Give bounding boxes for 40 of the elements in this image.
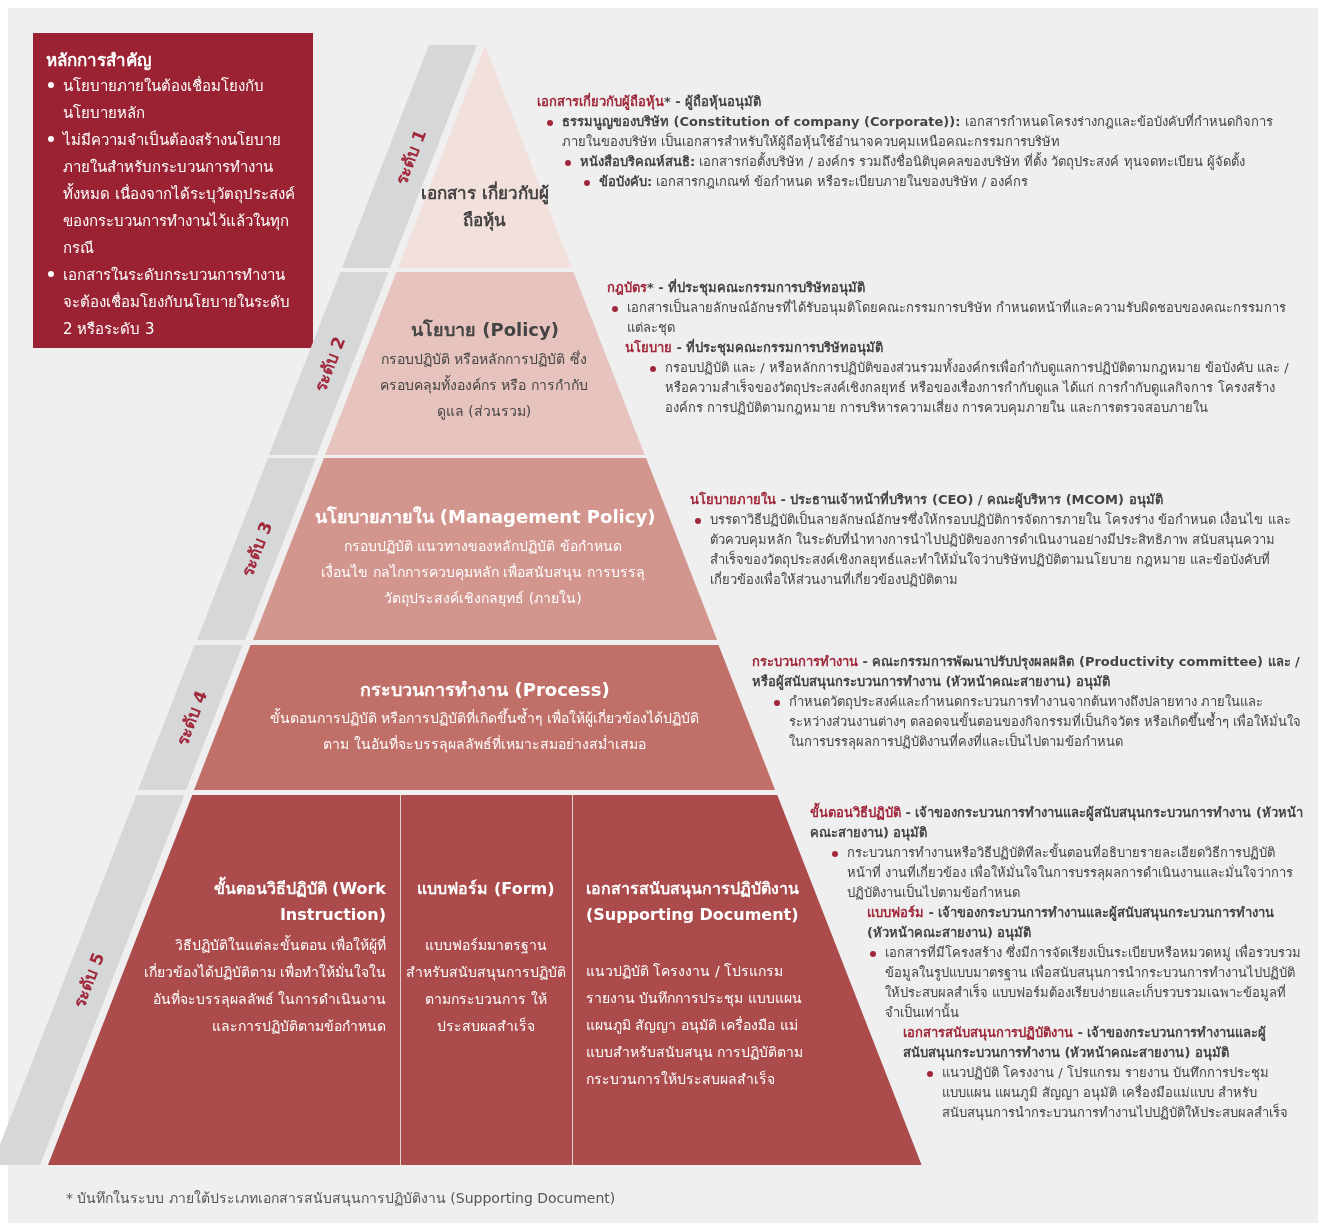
- level-title: ขั้นตอนวิธีปฏิบัติ (Work Instruction): [150, 876, 386, 928]
- description-bullet: เอกสารเป็นลายลักษณ์อักษรที่ได้รับอนุมติโดยคณะกรรมการบริษัท กำหนดหน้าที่และความรับผิดชอบของคณะกรรมการแต่ละชุด: [610, 298, 1305, 338]
- level-title: นโยบายภายใน (Management Policy): [313, 505, 657, 529]
- principles-panel: [33, 33, 313, 348]
- level-description: กรอบปฏิบัติ หรือหลักการปฏิบัติ ซึ่งครอบคลุมทั้งองค์กร หรือ การกำกับดูแล (ส่วนรวม): [379, 349, 589, 422]
- panel-heading: หลักการสำคัญ: [46, 49, 152, 73]
- approval-heading: แบบฟอร์ม - เจ้าของกระบวนการทำงานและผู้สนับสนุนกระบวนการทำงาน (หัวหน้าคณะสายงาน) อนุมัติ: [867, 904, 1276, 943]
- description-bullet: ธรรมนูญของบริษัท (Constitution of company (Corporate)): เอกสารกำหนดโครงร่างกฎและข้อบังคับที่กำหนดกิจการภายในของบริษัท เป็นเอกสารสำหรับให้ผู้ถือหุ้นใช้อำนาจควบคุมเหนือคณะกรรมการบริษัท: [545, 112, 1305, 152]
- level-title: แบบฟอร์ม (Form): [416, 878, 556, 900]
- bullet-item: ไม่มีความจำเป็นต้องสร้างนโยบายภายในสำหรับกระบวนการทำงานทั้งหมด เนื่องจากได้ระบุวัตถุประสงค์ของกระบวนการทำงานไว้แล้วในทุกกรณี: [46, 127, 301, 262]
- footnote: * บันทึกในระบบ ภายใต้ประเภทเอกสารสนับสนุนการปฏิบัติงาน (Supporting Document): [66, 1189, 617, 1209]
- level-description: ขั้นตอนการปฏิบัติ หรือการปฏิบัติที่เกิดขึ้นซ้ำๆ เพื่อให้ผู้เกี่ยวข้องได้ปฏิบัติตาม ในอันที่จะบรรลุผลลัพธ์ที่เหมาะสมอย่างสม่ำเสมอ: [268, 707, 701, 755]
- description-bullet: เอกสารที่มีโครงสร้าง ซึ่งมีการจัดเรียงเป็นระเบียบหรือหมวดหมู่ เพื่อรวบรวมข้อมูลในรูปแบบมาตรฐาน เพื่อสนับสนุนการนำกระบวนการทำงานไปปฏิบัติให้ประสบผลสำเร็จ แบบฟอร์มต้องเรียบง่ายและเก็บรวบรวมเฉพาะข้อมูลที่จำเป็นเท่านั้น: [868, 943, 1305, 1023]
- description-bullet: หนังสือบริคณห์สนธิ: เอกสารก่อตั้งบริษัท / องค์กร รวมถึงชื่อนิติบุคคลของบริษัท ที่ตั้ง วัตถุประสงค์ ทุนจดทะเบียน ผู้จัดตั้ง: [563, 152, 1305, 172]
- description-bullet: ข้อบังคับ: เอกสารกฎเกณฑ์ ข้อกำหนด หรือระเบียบภายในของบริษัท / องค์กร: [582, 172, 1305, 192]
- level-description: แนวปฏิบัติ โครงงาน / โปรแกรม รายงาน บันทึกการประชุม แบบแผน แผนภูมิ สัญญา อนุมัติ เครื่องมือ แม่แบบสำหรับสนับสนุน การปฏิบัติตามกระบวนการให้ประสบผลสำเร็จ: [586, 962, 805, 1089]
- bullet-item: นโยบายภายในต้องเชื่อมโยงกับนโยบายหลัก: [46, 73, 301, 127]
- approval-heading: กระบวนการทำงาน - คณะกรรมการพัฒนาปรับปรุงผลผลิต (Productivity committee) และ / หรือผู้สนับสนุนกระบวนการทำงาน (หัวหน้าคณะสายงาน) อนุมัติ: [752, 653, 1301, 692]
- approval-heading: นโยบาย - ที่ประชุมคณะกรรมการบริษัทอนุมัติ: [625, 338, 885, 358]
- bullet-item: เอกสารในระดับกระบวนการทำงานจะต้องเชื่อมโยงกับนโยบายในระดับ 2 หรือระดับ 3: [46, 262, 301, 343]
- description-bullet: กรอบปฏิบัติ และ / หรือหลักการปฏิบัติของส่วนรวมทั้งองค์กรเพื่อกำกับดูแลการปฏิบัติตามกฎหมาย ข้อบังคับ และ / หรือความสำเร็จของวัตถุประสงค์เชิงกลยุทธ์ หรือของเรื่องการกำกับดูแล ได้แก่ การกำกับดูแลกิจการ โครงสร้างองค์กร การปฏิบัติตามกฎหมาย การบริหารความเสี่ยง การควบคุมภายใน และการตรวจสอบภายใน: [648, 358, 1305, 418]
- level-label: ระดับ 3: [236, 517, 278, 581]
- level-label: ระดับ 2: [308, 332, 351, 396]
- level-title: นโยบาย (Policy): [409, 318, 560, 342]
- level-description: แบบฟอร์มมาตรฐาน สำหรับสนับสนุนการปฏิบัติตามกระบวนการ ให้ประสบผลสำเร็จ: [405, 936, 567, 1036]
- approval-heading: เอกสารสนับสนุนการปฏิบัติงาน - เจ้าของกระบวนการทำงานและผู้สนับสนุนกระบวนการทำงาน (หัวหน้าคณะสายงาน) อนุมัติ: [903, 1024, 1268, 1063]
- approval-heading: กฎบัตร* - ที่ประชุมคณะกรรมการบริษัทอนุมัติ: [607, 278, 867, 298]
- description-bullet: กระบวนการทำงานหรือวิธีปฏิบัติทีละขั้นตอนที่อธิบายรายละเอียดวิธีการปฏิบัติหน้าที่ งานที่เกี่ยวข้อง เพื่อให้มั่นใจในการบรรลุผลการดำเนินงานและมั่นใจว่าการปฏิบัติงานเป็นไปตามข้อกำหนด: [830, 843, 1305, 903]
- description-bullet: แนวปฏิบัติ โครงงาน / โปรแกรม รายงาน บันทึกการประชุม แบบแผน แผนภูมิ สัญญา อนุมัติ เครื่องมือแม่แบบ สำหรับสนับสนุนการนำกระบวนการทำงานไปปฏิบัติให้ประสบผลสำเร็จ: [925, 1063, 1305, 1123]
- level-label: ระดับ 5: [68, 948, 110, 1012]
- level-title: เอกสารสนับสนุนการปฏิบัติงาน (Supporting Document): [586, 878, 800, 926]
- description-bullet: กำหนดวัตถุประสงค์และกำหนดกระบวนการทำงานจากต้นทางถึงปลายทาง ภายในและระหว่างส่วนงานต่างๆ ตลอดจนขั้นตอนของกิจกรรมที่เป็นกิจวัตร หรือเกิดขึ้นซ้ำๆ เพื่อให้มั่นใจในการบรรลุผลการปฏิบัติงานที่คงที่และเป็นไปตามข้อกำหนด: [772, 692, 1305, 752]
- level-description: วิธีปฏิบัติในแต่ละขั้นตอน เพื่อให้ผู้ที่เกี่ยวข้องได้ปฏิบัติตาม เพื่อทำให้มั่นใจในอันที่จะบรรลุผลลัพธ์ ในการดำเนินงาน และการปฏิบัติตามข้อกำหนด: [142, 934, 386, 1036]
- level-description: กรอบปฏิบัติ แนวทางของหลักปฏิบัติ ข้อกำหนด เงื่อนไข กลไกการควบคุมหลัก เพื่อสนับสนุน การบรรลุวัตถุประสงค์เชิงกลยุทธ์ (ภายใน): [320, 537, 646, 609]
- approval-heading: ขั้นตอนวิธีปฏิบัติ - เจ้าของกระบวนการทำงานและผู้สนับสนุนกระบวนการทำงาน (หัวหน้าคณะสายงาน) อนุมัติ: [810, 803, 1305, 843]
- approval-heading: นโยบายภายใน - ประธานเจ้าหน้าที่บริหาร (CEO) / คณะผู้บริหาร (MCOM) อนุมัติ: [690, 490, 1164, 510]
- approval-heading: เอกสารเกี่ยวกับผู้ถือหุ้น* - ผู้ถือหุ้นอนุมัติ: [537, 92, 763, 112]
- description-bullet: บรรดาวิธีปฏิบัติเป็นลายลักษณ์อักษรซึ่งให้กรอบปฏิบัติการจัดการภายใน โครงร่าง ข้อกำหนด เงื่อนไข และตัวควบคุมหลัก ในระดับที่นำทางการนำไปปฏิบัติของการดำเนินงานอย่างมีประสิทธิภาพ สนับสนุนความสำเร็จของวัตถุประสงค์เชิงกลยุทธ์และทำให้มั่นใจว่าบริษัทปฏิบัติตามนโยบาย กฎหมาย และข้อบังคับที่เกี่ยวข้องเพื่อให้ส่วนงานที่เกี่ยวข้องปฏิบัติตาม: [693, 510, 1305, 590]
- level-title: กระบวนการทำงาน (Process): [359, 678, 611, 702]
- level-label: ระดับ 4: [170, 686, 212, 750]
